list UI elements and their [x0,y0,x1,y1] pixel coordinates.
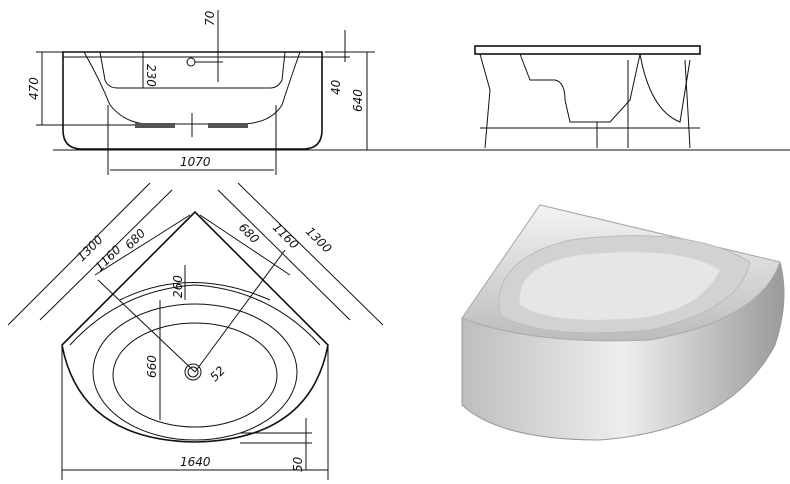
dim-470: 470 [27,77,41,100]
dim-40: 40 [329,79,343,95]
dim-52: 52 [207,363,228,384]
dim-50: 50 [291,456,305,472]
side-view: 70 230 470 40 640 1070 [27,10,375,175]
dim-1640: 1640 [180,455,211,469]
dim-640: 640 [351,89,365,112]
top-view: 1300 1160 680 680 1160 1300 260 660 52 1… [7,182,384,480]
dim-660: 660 [145,355,159,378]
dim-680-left: 680 [122,226,148,252]
frame-side-view [474,45,701,149]
dim-230: 230 [144,64,158,87]
dim-1160-right: 1160 [270,220,302,252]
dim-1070: 1070 [180,155,211,169]
dim-680-right: 680 [236,220,262,246]
dim-260: 260 [171,275,185,298]
dim-70: 70 [203,10,217,26]
bathtub-3d-render [461,204,785,441]
